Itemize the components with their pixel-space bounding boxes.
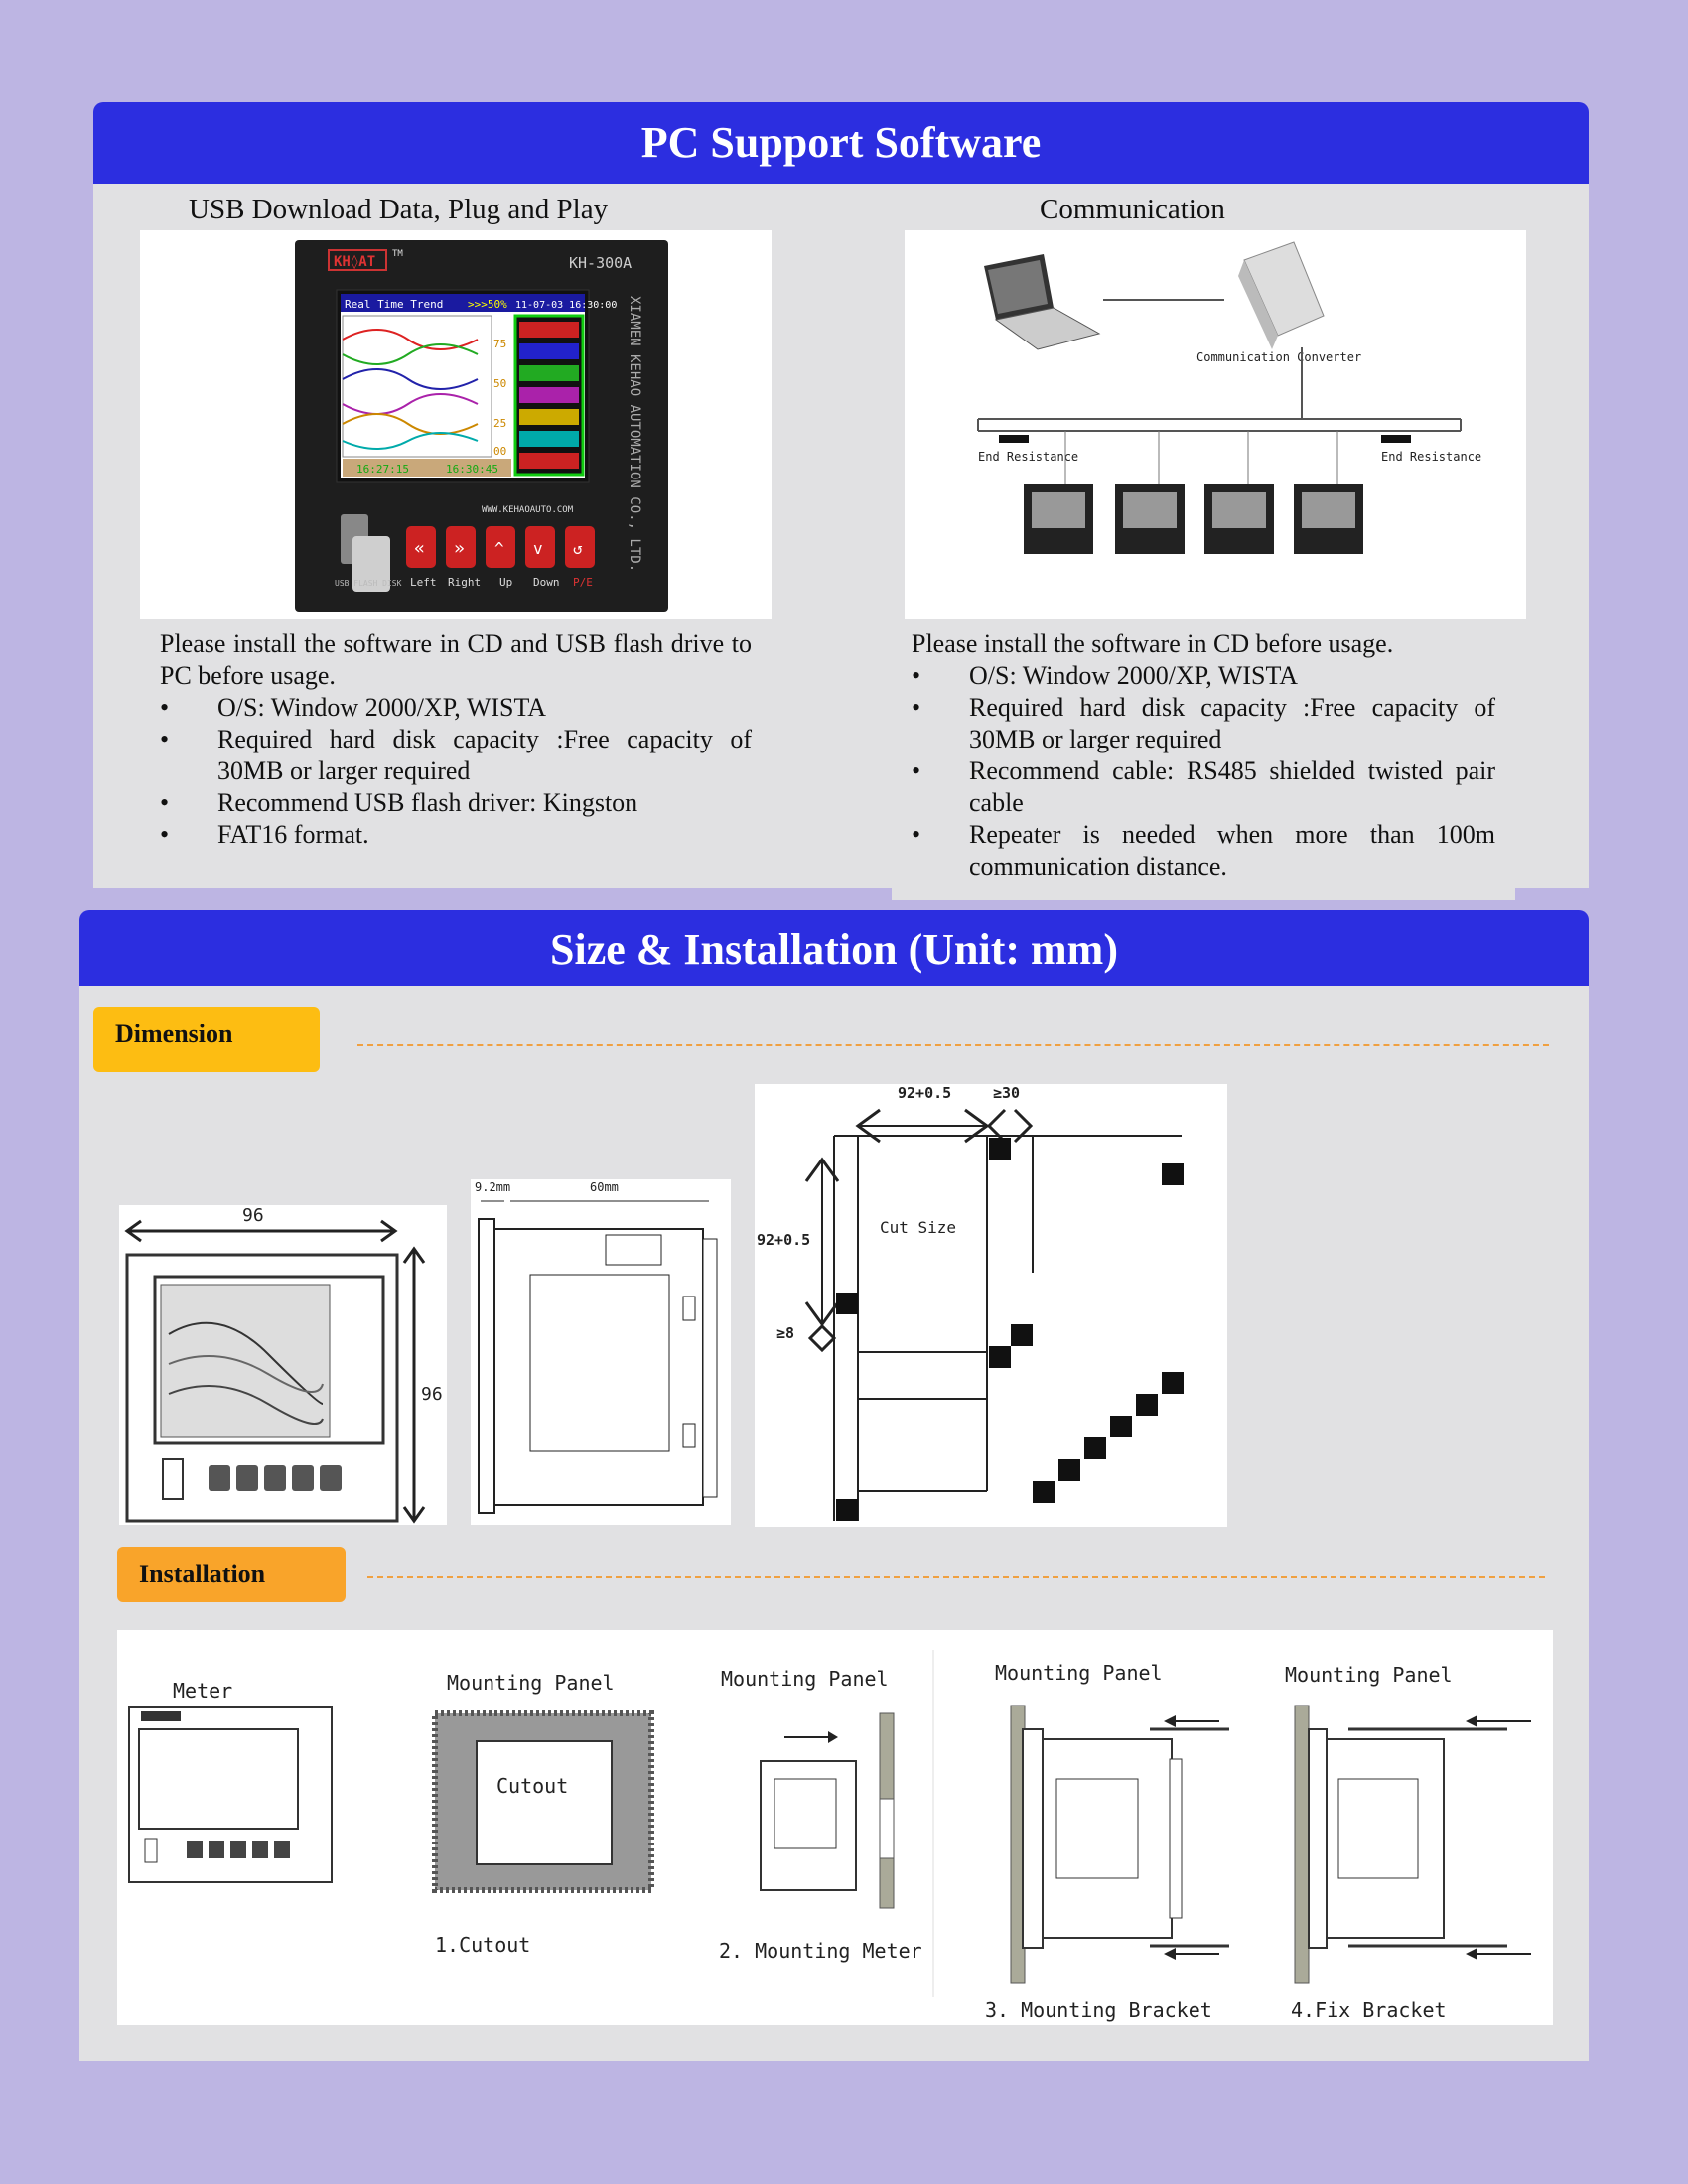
list-item: O/S: Window 2000/XP, WISTA [912,660,1495,692]
svg-text:50: 50 [493,377,506,390]
svg-text:End Resistance: End Resistance [1381,450,1481,464]
communication-diagram-frame: Communication Converter End Resistance E… [905,230,1526,619]
installation-tag: Installation [117,1547,346,1602]
size-installation-header: Size & Installation (Unit: mm) [79,910,1589,986]
usb-caption: USB Download Data, Plug and Play [189,194,609,225]
communication-instructions: Please install the software in CD before… [912,628,1495,883]
fix-bracket-icon [1294,1705,1531,1984]
svg-text:«: « [414,538,425,559]
device-photo-frame: KH◊AT TM KH-300A Real Time Trend >>>50% … [140,230,772,619]
dimension-tag: Dimension [93,1007,320,1072]
svg-text:Up: Up [499,576,512,589]
list-item: Required hard disk capacity :Free capaci… [160,724,752,787]
usb-intro: Please install the software in CD and US… [160,629,752,690]
converter-icon [1238,241,1325,349]
communication-requirements-list: O/S: Window 2000/XP, WISTA Required hard… [912,660,1495,883]
installation-steps-drawing: Meter Mounting Panel Cutout 1.Cutout Mou… [117,1630,1553,2025]
step3-label: 3. Mounting Bracket [985,1998,1212,2022]
step2-label: 2. Mounting Meter [719,1939,922,1963]
svg-text:^: ^ [494,539,504,558]
device-model: KH-300A [569,254,632,272]
svg-text:≥30: ≥30 [993,1084,1020,1102]
svg-text:92+0.5: 92+0.5 [757,1231,810,1249]
usb-requirements-list: O/S: Window 2000/XP, WISTA Required hard… [160,692,752,851]
pc-support-header: PC Support Software [93,102,1589,184]
svg-text:End Resistance: End Resistance [978,450,1078,464]
svg-text:≥8: ≥8 [776,1324,794,1342]
list-item: Required hard disk capacity :Free capaci… [912,692,1495,755]
list-item: Recommend cable: RS485 shielded twisted … [912,755,1495,819]
svg-text:Down: Down [533,576,560,589]
svg-text:>>>50%: >>>50% [468,298,507,311]
svg-text:Left: Left [410,576,437,589]
usb-instructions: Please install the software in CD and US… [160,628,752,851]
svg-text:16:27:15: 16:27:15 [356,463,409,476]
svg-text:Right: Right [448,576,481,589]
svg-text:XIAMEN KEHAO AUTOMATION CO., L: XIAMEN KEHAO AUTOMATION CO., LTD. [627,296,642,572]
svg-text:00: 00 [493,445,506,458]
cut-size-drawing: 92+0.5 ≥30 Cut Size 92+0.5 ≥8 [755,1084,1227,1527]
svg-text:P/E: P/E [573,576,593,589]
svg-text:60mm: 60mm [590,1180,619,1194]
converter-label: Communication Converter [1196,350,1361,364]
svg-text:USB FLASH DISK: USB FLASH DISK [335,579,402,588]
meter-side-icon [760,1712,895,1909]
svg-text:TM: TM [392,249,403,259]
svg-text:Mounting Panel: Mounting Panel [721,1667,889,1691]
svg-text:9.2mm: 9.2mm [475,1180,510,1194]
svg-text:25: 25 [493,417,506,430]
step1-label: 1.Cutout [435,1933,530,1957]
step4-label: 4.Fix Bracket [1291,1998,1447,2022]
svg-text:96: 96 [242,1205,264,1226]
svg-text:92+0.5: 92+0.5 [898,1084,951,1102]
front-dimension-drawing: 96 96 [119,1205,447,1525]
panel-cutout-icon [432,1710,654,1893]
svg-text:Real Time Trend: Real Time Trend [345,298,443,311]
communication-intro: Please install the software in CD before… [912,629,1394,658]
svg-text:Mounting Panel: Mounting Panel [447,1671,615,1695]
svg-text:WWW.KEHAOAUTO.COM: WWW.KEHAOAUTO.COM [482,505,574,515]
svg-text:16:30:45: 16:30:45 [446,463,498,476]
kh300a-device-image: KH◊AT TM KH-300A Real Time Trend >>>50% … [295,240,668,612]
bracket-mount-icon [1010,1705,1229,1984]
list-item: Recommend USB flash driver: Kingston [160,787,752,819]
svg-text:v: v [533,539,543,558]
svg-text:Cutout: Cutout [496,1774,568,1798]
svg-text:75: 75 [493,338,506,350]
meter-icon [128,1706,333,1883]
list-item: FAT16 format. [160,819,752,851]
svg-text:↺: ↺ [573,539,583,558]
svg-text:Mounting Panel: Mounting Panel [995,1661,1163,1685]
svg-text:Cut Size: Cut Size [880,1218,956,1237]
dimension-divider [357,1044,1549,1046]
list-item: O/S: Window 2000/XP, WISTA [160,692,752,724]
list-item: Repeater is needed when more than 100m c… [912,819,1495,883]
svg-text:11-07-03 16:30:00: 11-07-03 16:30:00 [515,300,617,311]
installation-divider [367,1576,1545,1578]
rs485-network-diagram: Communication Converter End Resistance E… [977,241,1481,554]
communication-caption: Communication [1040,194,1225,225]
laptop-icon [984,254,1101,350]
device-keypad: « » ^ v ↺ Left Right Up Down P/E [406,526,595,589]
meter-node-icon [1024,484,1363,554]
side-dimension-drawing: 9.2mm 60mm [471,1179,731,1525]
svg-text:96: 96 [421,1384,443,1405]
device-brand: KH◊AT [334,254,375,270]
svg-text:»: » [454,538,465,559]
svg-text:Mounting Panel: Mounting Panel [1285,1663,1453,1687]
meter-label: Meter [173,1679,232,1703]
